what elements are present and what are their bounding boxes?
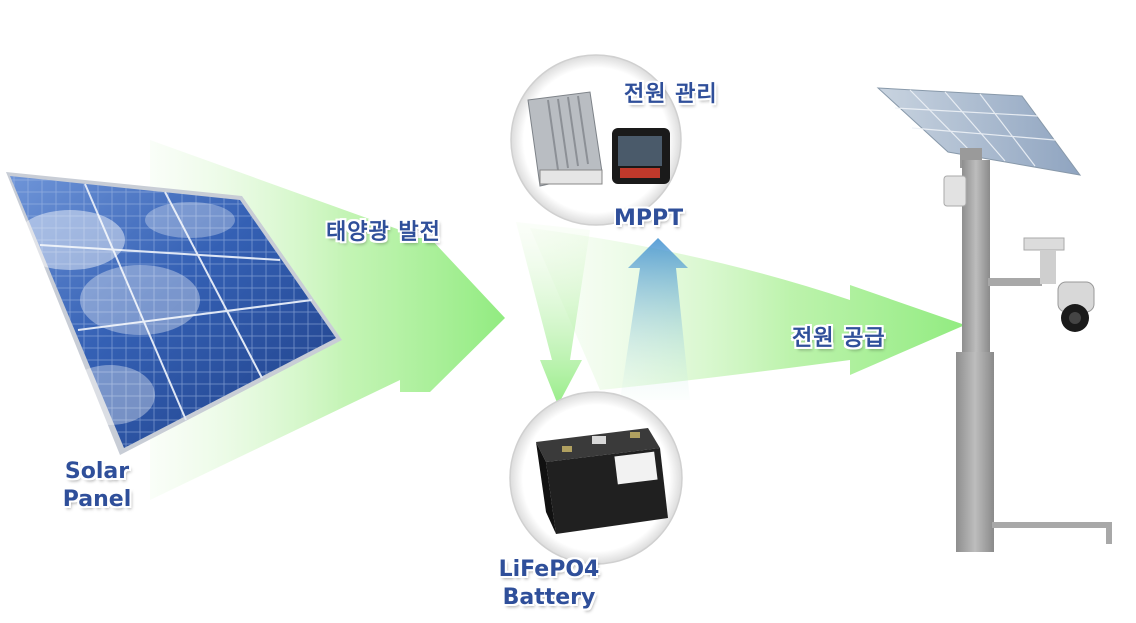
solar-panel-label: Solar Panel: [52, 458, 142, 514]
solar-generation-label: 태양광 발전: [326, 220, 441, 245]
battery-label-line2: Battery: [502, 585, 596, 610]
power-supply-label: 전원 공급: [792, 326, 886, 351]
mppt-arrow: [620, 238, 690, 400]
pole-image: [876, 87, 1112, 552]
solar-panel-label-line1: Solar: [64, 459, 130, 484]
battery-image: [509, 391, 683, 565]
mppt-label: MPPT: [614, 206, 684, 231]
charge-arrow: [516, 222, 590, 405]
supply-arrow: [530, 228, 965, 390]
solar-panel-image: [6, 172, 342, 455]
battery-label: LiFePO4 Battery: [494, 556, 604, 612]
solar-panel-label-line2: Panel: [62, 487, 132, 512]
mppt-image: [510, 54, 682, 226]
power-management-label: 전원 관리: [624, 82, 718, 107]
battery-label-line1: LiFePO4: [498, 557, 600, 582]
